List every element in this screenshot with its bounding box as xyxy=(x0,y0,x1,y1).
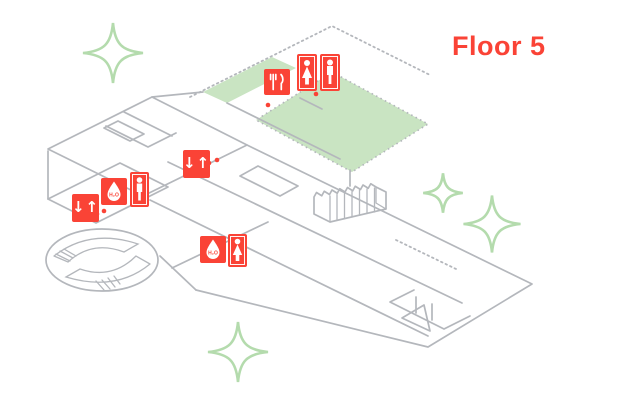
man-icon xyxy=(136,177,143,201)
sparkle-icon xyxy=(464,196,521,253)
svg-text:H₂O: H₂O xyxy=(208,250,218,256)
elevator-arrows-icon: ↓↑ xyxy=(182,153,211,172)
building-walls xyxy=(47,91,533,348)
spiral-ramp xyxy=(45,228,159,292)
svg-text:H₂O: H₂O xyxy=(109,192,119,198)
elevator-central-badge: ↓↑ xyxy=(183,150,210,178)
woman-icon xyxy=(232,238,243,261)
dotted-railings xyxy=(189,24,457,270)
restroom-women-top-badge xyxy=(297,54,317,91)
sparkle-icon xyxy=(83,23,143,83)
restroom-women-bottom-badge xyxy=(228,234,247,267)
terrace-strip-area xyxy=(203,57,296,103)
water-station-left-badge: H₂O xyxy=(101,178,127,205)
restroom-men-top-badge xyxy=(320,54,340,91)
food-court-badge xyxy=(264,69,290,95)
sparkle-decorations xyxy=(83,23,521,382)
fork-knife-icon xyxy=(269,73,284,91)
water-drop-icon: H₂O xyxy=(206,239,220,259)
rooftop-terrace-area xyxy=(254,71,430,173)
restroom-men-left-badge xyxy=(130,172,149,207)
water-station-bottom-badge: H₂O xyxy=(200,236,226,263)
water-drop-icon: H₂O xyxy=(107,181,121,201)
elevator-arrows-icon: ↓↑ xyxy=(71,197,100,216)
man-icon xyxy=(327,59,333,84)
staircase-block xyxy=(313,182,387,223)
elevator-left-badge: ↓↑ xyxy=(72,194,99,222)
floor-title: Floor 5 xyxy=(452,31,546,61)
sparkle-icon xyxy=(208,322,268,382)
woman-icon xyxy=(302,60,312,85)
sparkle-icon xyxy=(423,173,463,213)
